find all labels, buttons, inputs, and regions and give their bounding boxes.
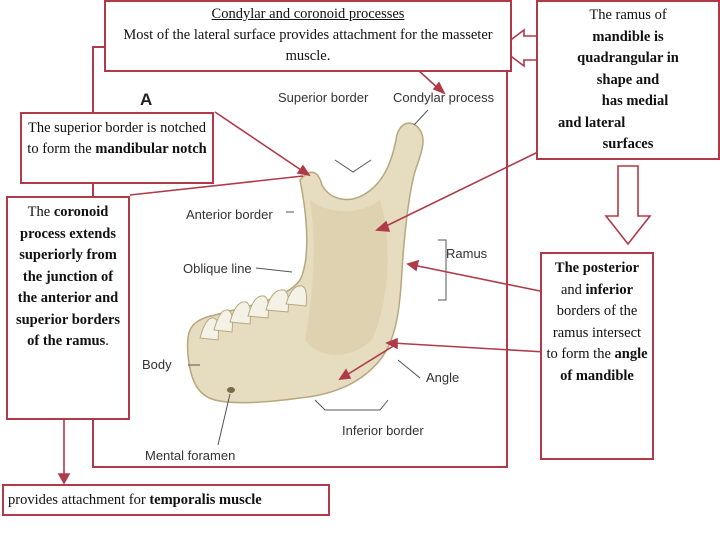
- mandibular-notch-box: The superior border is notched to form t…: [20, 112, 214, 184]
- ramus-line-7: surfaces: [602, 136, 654, 152]
- mental-foramen-hole: [227, 387, 235, 393]
- label-mental-foramen: Mental foramen: [145, 448, 236, 463]
- condylar-coronoid-box: Condylar and coronoid processes Most of …: [104, 0, 512, 72]
- angle-bold-1: The posterior: [554, 260, 640, 276]
- angle-bold-3: angle of mandible: [560, 346, 648, 384]
- ramus-box: The ramus of mandible is quadrangular in…: [536, 0, 720, 160]
- notch-bold: mandibular notch: [95, 141, 207, 158]
- left-hollow-arrow: [498, 28, 539, 68]
- down-hollow-arrow: [604, 165, 652, 246]
- ramus-line-4: shape and: [596, 71, 660, 88]
- teeth: [199, 285, 307, 341]
- coronoid-bold: coronoid process extends superiorly from…: [15, 204, 121, 349]
- angle-text-1: and: [560, 281, 582, 298]
- coronoid-process-box: The coronoid process extends superiorly …: [6, 196, 130, 420]
- label-body: Body: [142, 357, 172, 372]
- label-inferior-border: Inferior border: [342, 423, 424, 438]
- condylar-coronoid-title: Condylar and coronoid processes: [211, 6, 405, 22]
- ramus-line-1: The ramus of: [589, 7, 667, 23]
- ramus-line-2: mandible is: [592, 28, 664, 45]
- angle-text-2: borders of the ramus intersect to form t…: [546, 303, 642, 362]
- angle-bold-2: inferior: [585, 281, 634, 298]
- label-anterior-border: Anterior border: [186, 207, 273, 222]
- ramus-line-3: quadrangular in: [577, 50, 679, 66]
- masseter-text: Most of the lateral surface provides att…: [123, 27, 493, 65]
- label-angle: Angle: [426, 370, 460, 385]
- label-superior-border: Superior border: [278, 90, 369, 105]
- ramus-shading: [305, 200, 388, 355]
- label-condylar-process: Condylar process: [393, 90, 495, 105]
- temporalis-bold: temporalis muscle: [149, 492, 262, 508]
- label-ramus: Ramus: [446, 246, 488, 261]
- coronoid-end: .: [105, 333, 109, 349]
- angle-of-mandible-box: The posterior and inferior borders of th…: [540, 252, 654, 460]
- notch-text: The superior border is notched to form t…: [27, 120, 206, 158]
- temporalis-box: provides attachment for temporalis muscl…: [2, 484, 330, 516]
- ramus-line-6: and lateral: [558, 114, 626, 131]
- coronoid-intro: The: [27, 204, 51, 220]
- panel-letter: A: [140, 90, 153, 109]
- ramus-line-5: has medial: [601, 93, 669, 109]
- label-oblique-line: Oblique line: [183, 261, 252, 276]
- temporalis-text: provides attachment for: [8, 492, 146, 508]
